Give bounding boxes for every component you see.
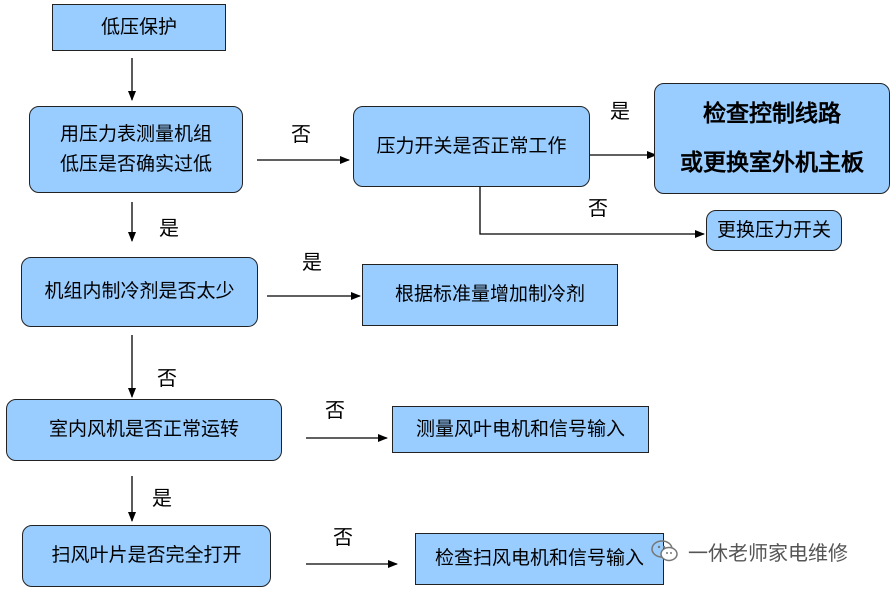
label-yes-fan: 是: [152, 486, 172, 510]
check-louver-node: 检查扫风电机和信号输入: [415, 533, 664, 585]
replace-switch-node: 更换压力开关: [706, 210, 842, 251]
start-node: 低压保护: [52, 4, 226, 51]
indoor-fan-node: 室内风机是否正常运转: [6, 399, 282, 461]
arrow-switch-to-replace: [479, 187, 705, 238]
measure-pressure-line-1: 用压力表测量机组: [59, 123, 212, 146]
refrigerant-node: 机组内制冷剂是否太少: [21, 257, 258, 327]
label-no-refrigerant: 否: [157, 366, 177, 390]
watermark: 一休老师家电维修: [650, 538, 848, 565]
measure-fan-node: 测量风叶电机和信号输入: [392, 406, 649, 453]
wechat-icon: [651, 540, 678, 562]
label-no-louver: 否: [333, 525, 353, 549]
label-yes-switch: 是: [610, 99, 630, 123]
louver-node: 扫风叶片是否完全打开: [22, 525, 271, 587]
label-no-fan: 否: [325, 398, 345, 422]
watermark-text: 一休老师家电维修: [688, 540, 848, 565]
measure-pressure-line-2: 低压是否确实过低: [59, 152, 212, 175]
measure-pressure-node: 用压力表测量机组 低压是否确实过低: [29, 106, 243, 193]
check-control-line-node: 检查控制线路 或更换室外机主板: [654, 83, 890, 194]
check-control-line-line-2: 或更换室外机主板: [680, 149, 864, 176]
label-no-pressure: 否: [291, 122, 311, 146]
label-no-switch: 否: [588, 196, 608, 220]
label-yes-refrigerant: 是: [302, 250, 322, 274]
check-control-line-line-1: 检查控制线路: [703, 101, 841, 128]
add-refrigerant-node: 根据标准量增加制冷剂: [362, 264, 618, 326]
pressure-switch-node: 压力开关是否正常工作: [353, 106, 590, 187]
label-yes-pressure: 是: [159, 216, 179, 240]
